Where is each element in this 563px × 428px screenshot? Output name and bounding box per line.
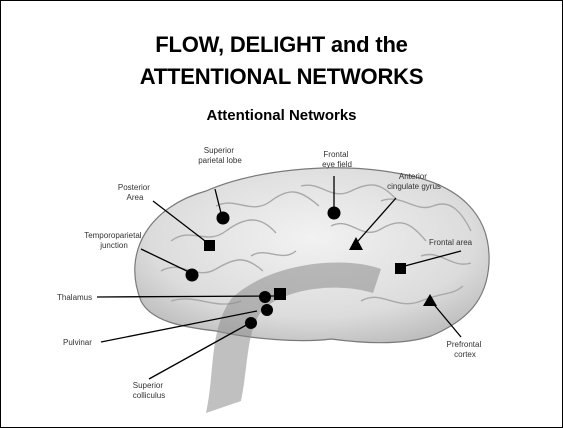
slide-subtitle: Attentional Networks [206,107,357,124]
label-temporoparietal: Temporoparietal junction [84,231,144,250]
label-prefrontal-cortex: Prefrontal cortex [447,340,484,359]
label-anterior-cingulate: Anterior cingulate gyrus [387,172,441,191]
label-posterior-area: Posterior Area [118,183,152,202]
label-frontal-eye-field: Frontal eye field [322,150,352,169]
marker-superior-colliculus [245,317,257,329]
title-line-1: FLOW, DELIGHT and the [155,32,408,57]
label-thalamus: Thalamus [57,293,92,302]
marker-prefrontal [423,294,437,306]
label-frontal-area: Frontal area [429,238,473,247]
marker-anterior-cingulate [349,237,363,250]
marker-frontal-area [395,263,406,274]
label-superior-colliculus: Superior colliculus [133,381,165,400]
brain-folds [160,184,472,305]
marker-thalamus [274,288,286,300]
marker-temporoparietal [185,268,199,282]
marker-pulvinar-a [259,291,271,303]
marker-posterior-area [204,240,215,251]
marker-pulvinar-b [261,304,273,316]
slide-title: FLOW, DELIGHT and the ATTENTIONAL NETWOR… [1,29,562,93]
label-superior-parietal: Superior parietal lobe [198,146,242,165]
label-pulvinar: Pulvinar [63,338,92,347]
brainstem-band [206,262,381,413]
title-line-2: ATTENTIONAL NETWORKS [139,64,424,89]
marker-frontal-eye-field [327,206,341,220]
marker-superior-parietal [216,211,230,225]
brain-diagram: Superior parietal lobe Posterior Area Te… [57,146,490,413]
